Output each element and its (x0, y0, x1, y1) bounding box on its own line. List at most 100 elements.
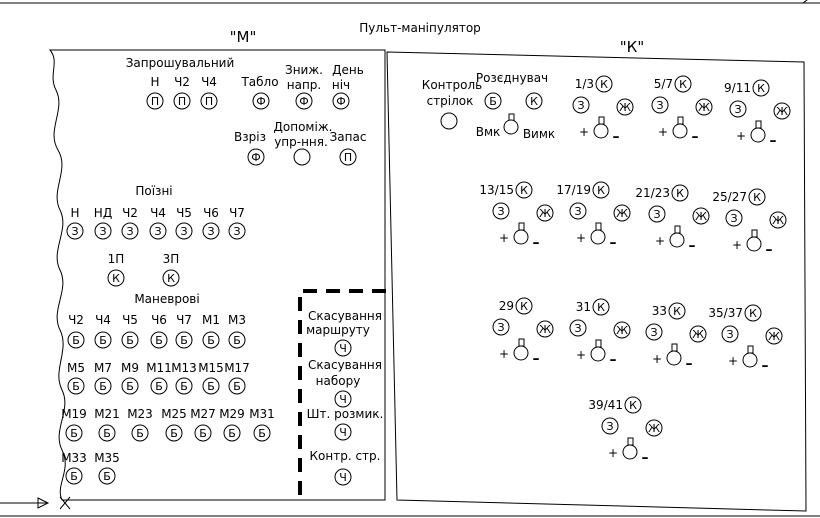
reduced-voltage-button[interactable]: Ф (295, 92, 313, 110)
switch-group-7-toggle[interactable] (513, 338, 529, 361)
cancel-button-2[interactable]: Ч (334, 423, 352, 441)
switch-group-3-zh-button[interactable]: Ж (536, 204, 554, 222)
switch-group-9-z-button[interactable]: З (645, 323, 663, 341)
shunting-button-1-1[interactable]: Б (94, 377, 112, 395)
switch-group-11-toggle[interactable] (622, 437, 638, 460)
switch-group-0-k-button[interactable]: К (595, 75, 613, 93)
train-button-6[interactable]: З (228, 222, 246, 240)
switch-group-10-toggle[interactable] (742, 345, 758, 368)
switch-group-5-zh-button[interactable]: Ж (692, 207, 710, 225)
switch-group-2-k-button[interactable]: К (752, 79, 770, 97)
shunting-button-1-0[interactable]: Б (67, 377, 85, 395)
switch-group-3-z-button[interactable]: З (492, 202, 510, 220)
shunting-button-0-4[interactable]: Б (175, 331, 193, 349)
switch-group-8-zh-button[interactable]: Ж (613, 321, 631, 339)
disconnector-button-b[interactable]: Б (484, 92, 502, 110)
shunting-button-2-4[interactable]: Б (194, 424, 212, 442)
switch-group-0-toggle[interactable] (593, 116, 609, 139)
shunting-button-3-1[interactable]: Б (98, 467, 116, 485)
switch-group-5-k-button[interactable]: К (671, 184, 689, 202)
shunting-button-2-0[interactable]: Б (65, 424, 83, 442)
shunting-button-1-5[interactable]: Б (202, 377, 220, 395)
shunting-button-1-2[interactable]: Б (121, 377, 139, 395)
switch-group-7-k-button[interactable]: К (515, 297, 533, 315)
switch-group-2-z-button[interactable]: З (729, 100, 747, 118)
switch-group-10-k-button[interactable]: К (744, 304, 762, 322)
shunting-button-0-3[interactable]: Б (150, 331, 168, 349)
switch-group-1-zh-button[interactable]: Ж (695, 98, 713, 116)
tablo-button[interactable]: Ф (252, 92, 270, 110)
switch-group-8-toggle[interactable] (590, 339, 606, 362)
invite-button-2[interactable]: П (200, 92, 218, 110)
switch-group-11-zh-button[interactable]: Ж (645, 419, 663, 437)
shunting-button-2-2[interactable]: Б (131, 424, 149, 442)
switch-group-10-z-button[interactable]: З (721, 325, 739, 343)
burst-button[interactable]: Ф (247, 148, 265, 166)
switch-group-4-z-button[interactable]: З (569, 202, 587, 220)
switch-control-button[interactable] (440, 112, 458, 130)
invite-button-1[interactable]: П (173, 92, 191, 110)
switch-group-0-z-button[interactable]: З (572, 96, 590, 114)
switch-group-8-z-button[interactable]: З (569, 319, 587, 337)
invite-button-0[interactable]: П (146, 92, 164, 110)
switch-group-4-zh-button[interactable]: Ж (613, 204, 631, 222)
track-button-0[interactable]: К (107, 269, 125, 287)
shunting-button-2-6[interactable]: Б (253, 424, 271, 442)
shunting-button-3-0[interactable]: Б (65, 467, 83, 485)
disconnector-button-k[interactable]: К (525, 92, 543, 110)
disconnector-toggle[interactable] (503, 113, 519, 135)
switch-group-5-toggle[interactable] (669, 225, 685, 248)
shunting-button-1-4[interactable]: Б (175, 377, 193, 395)
switch-group-8-k-button[interactable]: К (592, 298, 610, 316)
switch-group-9-zh-button[interactable]: Ж (689, 325, 707, 343)
switch-group-7-zh-button[interactable]: Ж (536, 320, 554, 338)
switch-group-3-toggle[interactable] (513, 222, 529, 245)
switch-group-2-toggle[interactable] (750, 120, 766, 143)
switch-group-9-toggle[interactable] (666, 343, 682, 366)
switch-group-1-toggle[interactable] (672, 116, 688, 139)
switch-group-6-z-button[interactable]: З (725, 209, 743, 227)
train-button-3[interactable]: З (149, 222, 167, 240)
shunting-button-0-5[interactable]: Б (202, 331, 220, 349)
switch-group-5-z-button[interactable]: З (648, 205, 666, 223)
switch-group-9-k-button[interactable]: К (668, 302, 686, 320)
switch-group-11-k-button[interactable]: К (624, 396, 642, 414)
shunting-button-2-5[interactable]: Б (223, 424, 241, 442)
switch-group-11-z-button[interactable]: З (601, 417, 619, 435)
shunting-button-2-3[interactable]: Б (165, 424, 183, 442)
cancel-button-3[interactable]: Ч (334, 468, 352, 486)
switch-group-10-zh-button[interactable]: Ж (765, 327, 783, 345)
switch-group-0-zh-button[interactable]: Ж (616, 98, 634, 116)
switch-group-4-toggle[interactable] (590, 222, 606, 245)
shunting-button-0-6[interactable]: Б (228, 331, 246, 349)
switch-group-1-z-button[interactable]: З (651, 96, 669, 114)
train-button-5[interactable]: З (202, 222, 220, 240)
shunting-button-0-1[interactable]: Б (94, 331, 112, 349)
switch-group-7-z-button[interactable]: З (492, 318, 510, 336)
switch-group-1-k-button[interactable]: К (674, 75, 692, 93)
switch-group-6-zh-button[interactable]: Ж (769, 211, 787, 229)
day-night-button[interactable]: Ф (332, 92, 350, 110)
shunting-button-2-1[interactable]: Б (98, 424, 116, 442)
panel-k-label: "К" (620, 38, 644, 56)
shunting-button-1-3[interactable]: Б (150, 377, 168, 395)
train-button-4[interactable]: З (175, 222, 193, 240)
switch-group-4-k-button[interactable]: К (592, 181, 610, 199)
train-button-1[interactable]: З (94, 222, 112, 240)
cancel-button-0[interactable]: Ч (334, 339, 352, 357)
shunting-button-0-2[interactable]: Б (121, 331, 139, 349)
switch-group-6-toggle[interactable] (746, 229, 762, 252)
aux-control-button[interactable] (293, 148, 311, 166)
track-button-1[interactable]: К (162, 269, 180, 287)
reserve-button[interactable]: П (339, 148, 357, 166)
shunting-button-0-0[interactable]: Б (67, 331, 85, 349)
switch-group-3-k-button[interactable]: К (515, 181, 533, 199)
switch-group-6-k-button[interactable]: К (748, 188, 766, 206)
switch-group-2-zh-button[interactable]: Ж (773, 102, 791, 120)
shunting-button-1-6[interactable]: Б (228, 377, 246, 395)
cancel-button-1[interactable]: Ч (334, 390, 352, 408)
train-button-0[interactable]: З (66, 222, 84, 240)
train-button-2[interactable]: З (121, 222, 139, 240)
